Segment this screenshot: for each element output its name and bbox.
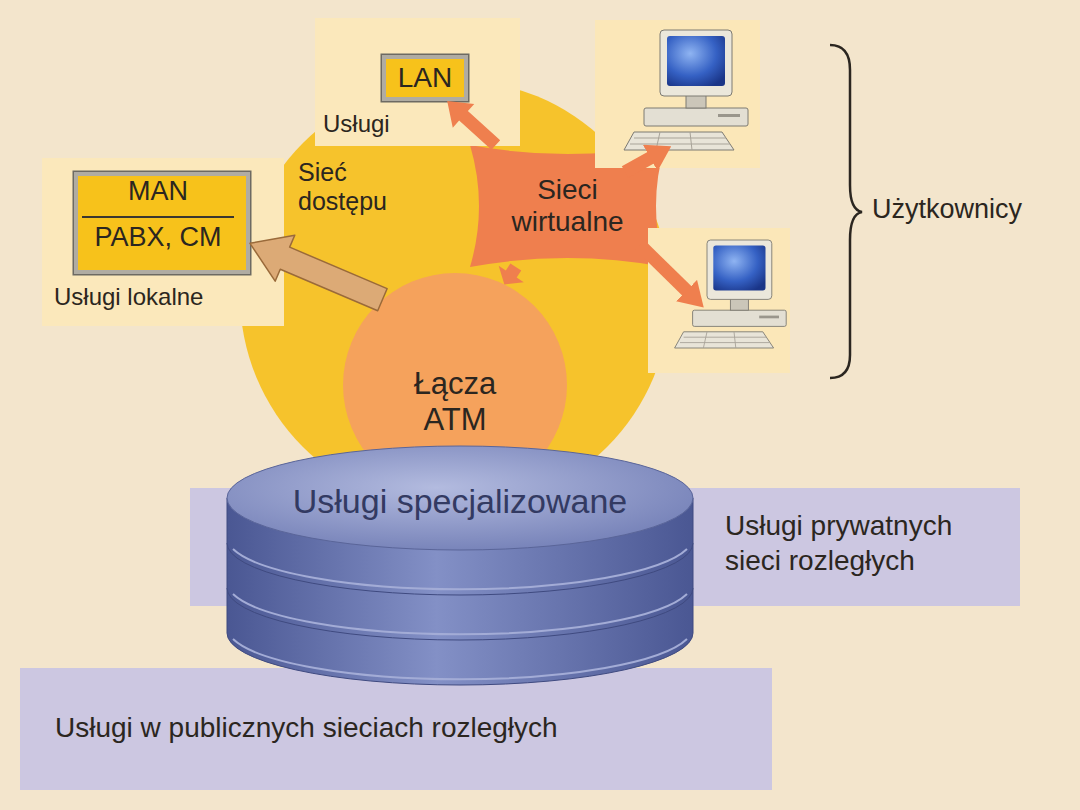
service-panel: Usługi LAN bbox=[315, 18, 520, 146]
users-label: Użytkownicy bbox=[872, 194, 1022, 225]
text-slot: Usługi bbox=[323, 110, 390, 138]
node-text: MAN bbox=[82, 176, 234, 207]
node-text: Usługi prywatnych sieci rozległych bbox=[725, 508, 1010, 578]
virtual-arm bbox=[625, 157, 652, 172]
virtual-arm bbox=[640, 245, 688, 292]
user-panel bbox=[648, 228, 790, 373]
node-text: Sieci wirtualne bbox=[493, 174, 643, 238]
access-network-circle: Sieć dostępuŁącza ATM bbox=[240, 80, 670, 510]
node-text: Usługi specjalizowane bbox=[225, 482, 695, 521]
brace bbox=[830, 45, 862, 378]
text-slot: LAN bbox=[382, 55, 468, 101]
text-slot: Usługi prywatnych sieci rozległych bbox=[725, 508, 1010, 578]
computer-icon bbox=[624, 30, 748, 150]
arrow-connector bbox=[499, 263, 524, 284]
node-text: Usługi lokalne bbox=[54, 283, 203, 311]
node-text: Usługi bbox=[323, 110, 390, 138]
node-text: Łącza ATM bbox=[385, 366, 525, 437]
node-text: Sieć dostępu bbox=[298, 158, 410, 216]
node-text: Usługi w publicznych sieciach rozległych bbox=[55, 712, 755, 744]
arrow-connector bbox=[250, 235, 387, 311]
arrow-connector bbox=[447, 101, 500, 150]
text-slot: Sieci wirtualne bbox=[470, 145, 665, 267]
public-wan-band: Usługi w publicznych sieciach rozległych bbox=[20, 668, 772, 790]
node-text: PABX, CM bbox=[82, 216, 234, 253]
text-slot: Sieć dostępu bbox=[298, 158, 410, 216]
text-slot: Usługi lokalne bbox=[54, 283, 203, 311]
text-slot: Łącza ATM bbox=[385, 366, 525, 437]
label-slot: Użytkownicy bbox=[872, 194, 1022, 225]
user-panel bbox=[595, 20, 760, 168]
disc-stack-shape bbox=[225, 440, 695, 692]
man-monitor: MAN PABX, CM bbox=[74, 172, 250, 274]
node-text: LAN bbox=[398, 62, 452, 94]
disc-stack: Usługi specjalizowane bbox=[225, 440, 695, 692]
virtual-network-star: Sieci wirtualne bbox=[470, 145, 665, 267]
computer-icon bbox=[675, 240, 787, 348]
text-slot: Usługi w publicznych sieciach rozległych bbox=[55, 712, 755, 744]
text-slot: PABX, CM bbox=[82, 216, 234, 253]
access-network-circle-shape bbox=[240, 80, 670, 510]
text-slot: Usługi specjalizowane bbox=[225, 482, 695, 521]
atm-circle: Łącza ATM bbox=[343, 273, 567, 497]
text-slot: MAN bbox=[82, 176, 234, 207]
local-service-panel: Usługi lokalne MAN PABX, CM bbox=[42, 158, 284, 326]
lan-monitor: LAN bbox=[382, 55, 468, 101]
